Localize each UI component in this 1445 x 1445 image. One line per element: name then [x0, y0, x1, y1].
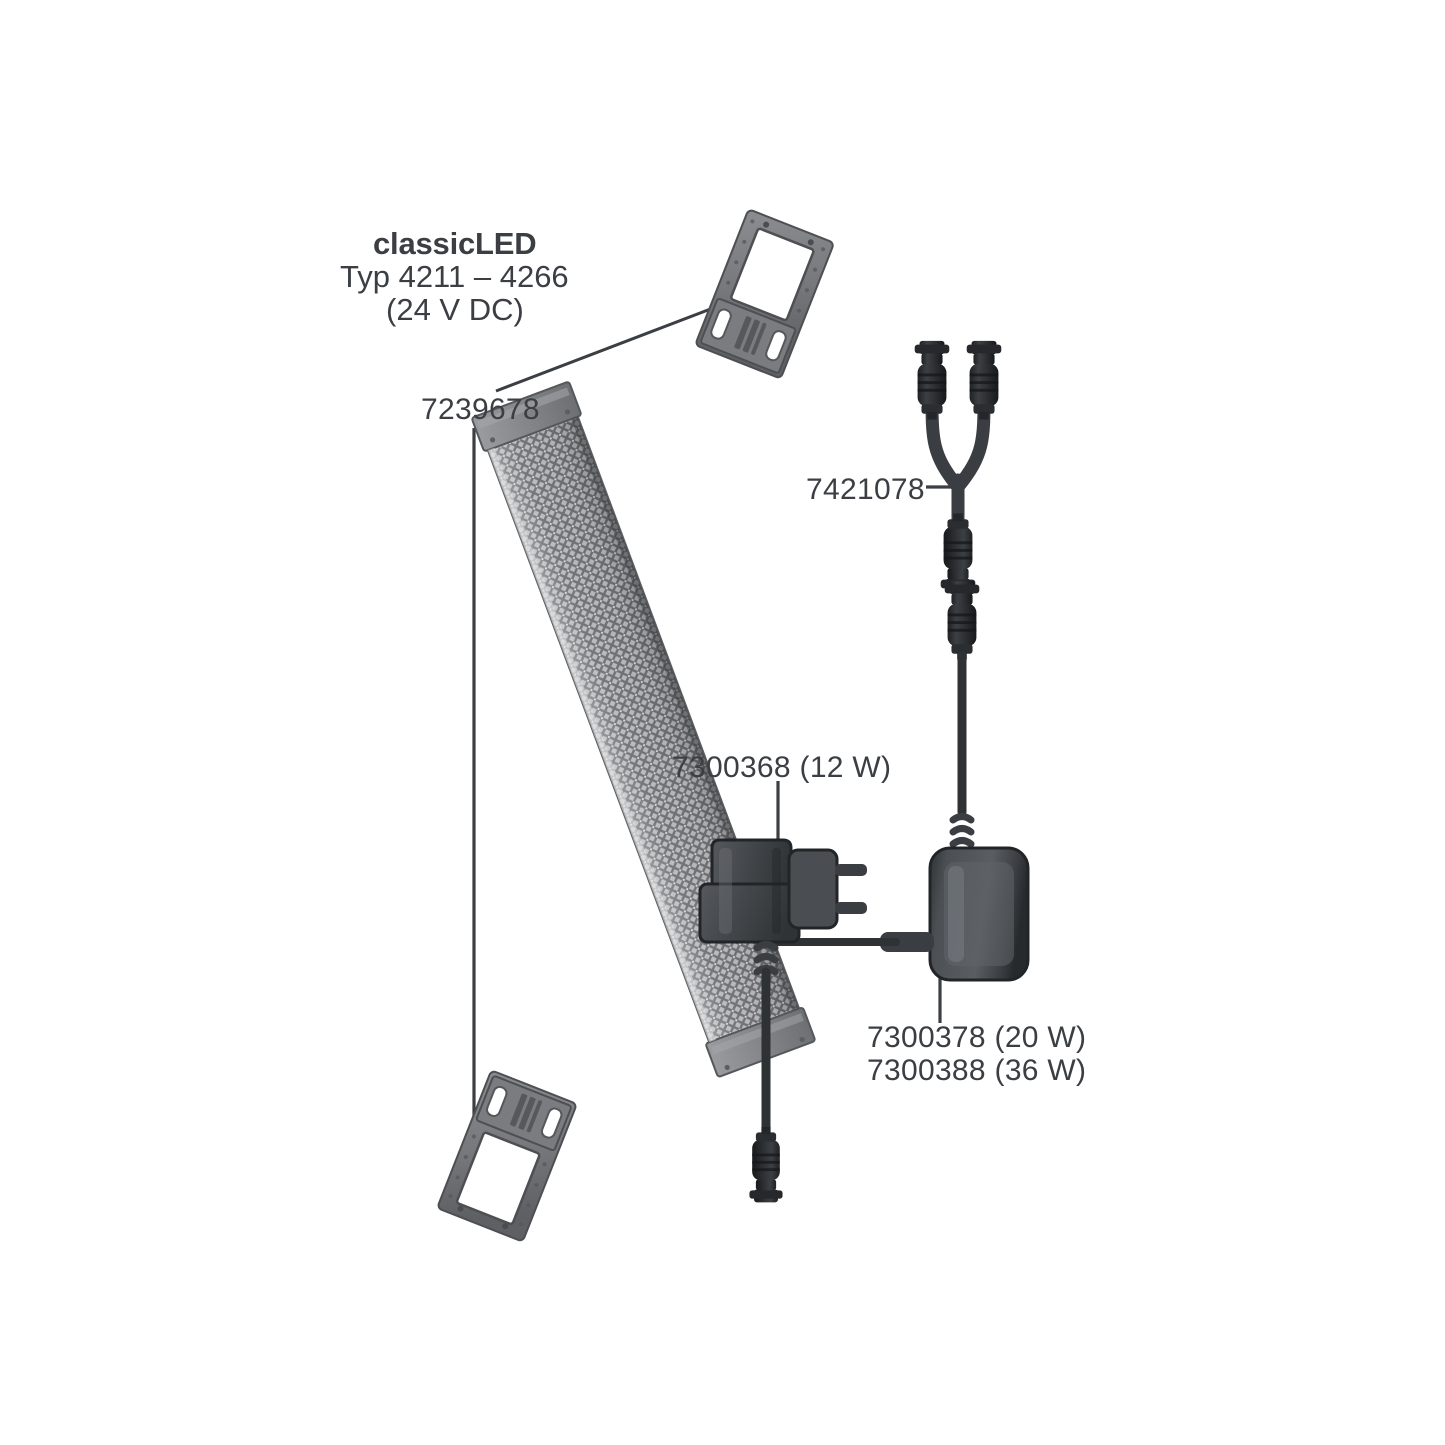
product-type-range: Typ 4211 – 4266	[340, 259, 569, 294]
splitter-connector-trunk	[940, 513, 976, 593]
y-splitter-cable	[914, 340, 1002, 593]
psu2036-strain-relief	[949, 813, 975, 848]
mounting-bracket-lower	[437, 1070, 577, 1242]
psu12-pin-top	[835, 864, 867, 876]
product-title: classicLED	[373, 226, 537, 261]
part-label-bracket: 7239678	[421, 393, 540, 426]
psu12-plug-housing	[787, 848, 839, 930]
splitter-connector-left	[914, 340, 950, 420]
power-supply-12w	[698, 838, 867, 1203]
psu12-pin-bottom	[835, 902, 867, 914]
part-label-psu-20w: 7300378 (20 W)	[867, 1021, 1087, 1054]
splitter-connector-right	[966, 340, 1002, 420]
leader-lines	[472, 295, 958, 1120]
part-label-splitter: 7421078	[806, 473, 925, 506]
mounting-bracket-upper	[695, 209, 834, 379]
psu12-connector	[749, 1126, 783, 1203]
part-label-psu-36w: 7300388 (36 W)	[867, 1054, 1087, 1087]
part-label-psu-12w: 7300368 (12 W)	[672, 751, 892, 784]
power-supply-20w-36w	[756, 580, 1030, 982]
product-voltage: (24 V DC)	[386, 292, 524, 327]
leader-bracket-upper	[495, 295, 743, 393]
psu2036-connector	[944, 580, 980, 660]
